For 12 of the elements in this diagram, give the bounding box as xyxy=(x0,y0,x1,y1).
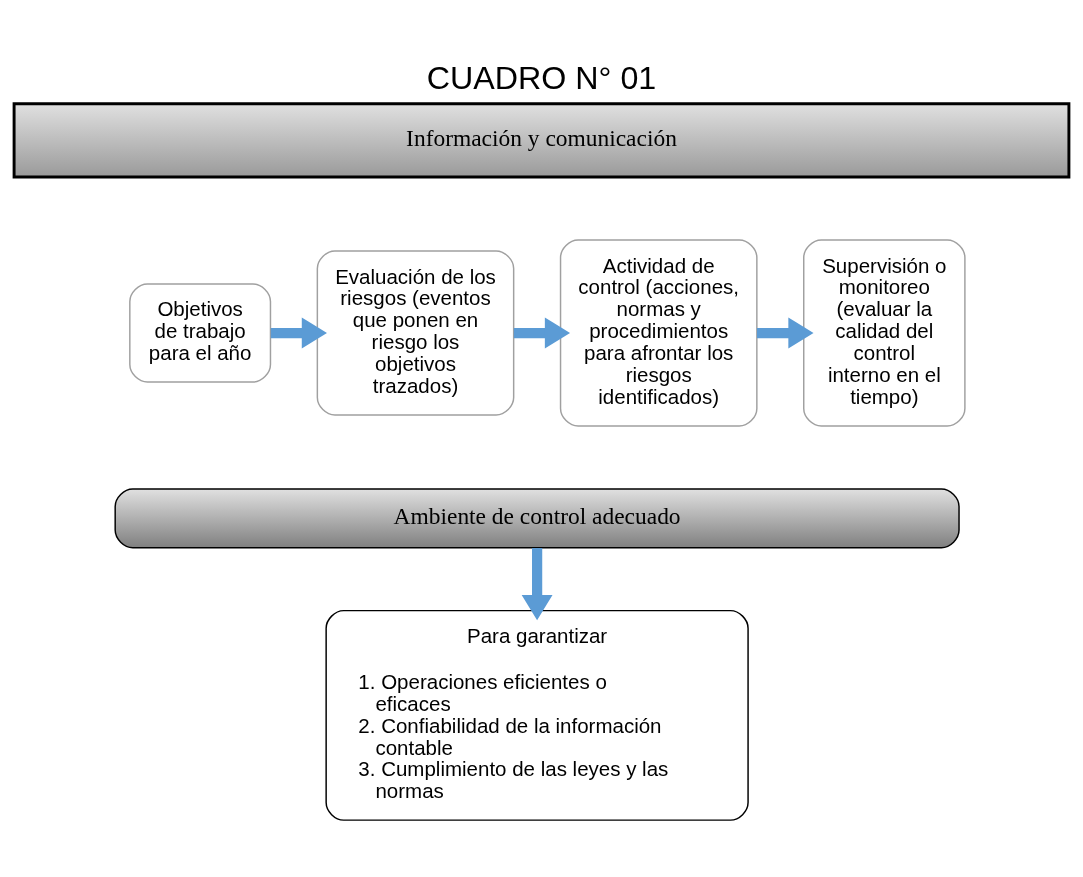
diagram-title: CUADRO N° 01 xyxy=(426,59,657,96)
node-box: Para garantizar 1. Operaciones eficientes o eficaces 2. Confiabilidad de la información contable 3. Cumplimiento de las leyes y las normas xyxy=(325,609,749,821)
arrow xyxy=(513,317,571,349)
node-box: Actividad de control (acciones, normas y procedimientos para afrontar los riesgos identificados) xyxy=(559,239,758,427)
node-box: Supervisión o monitoreo (evaluar la calidad del control interno en el tiempo) xyxy=(803,239,966,427)
arrow xyxy=(521,548,553,621)
node-box: Ambiente de control adecuado xyxy=(114,488,960,549)
node-box: Objetivos de trabajo para el año xyxy=(129,283,272,383)
node-box: Información y comunicación xyxy=(12,102,1071,179)
node-box: Evaluación de los riesgos (eventos que ponen en riesgo los objetivos trazados) xyxy=(316,250,515,416)
arrow xyxy=(270,317,327,349)
arrow xyxy=(756,317,814,349)
